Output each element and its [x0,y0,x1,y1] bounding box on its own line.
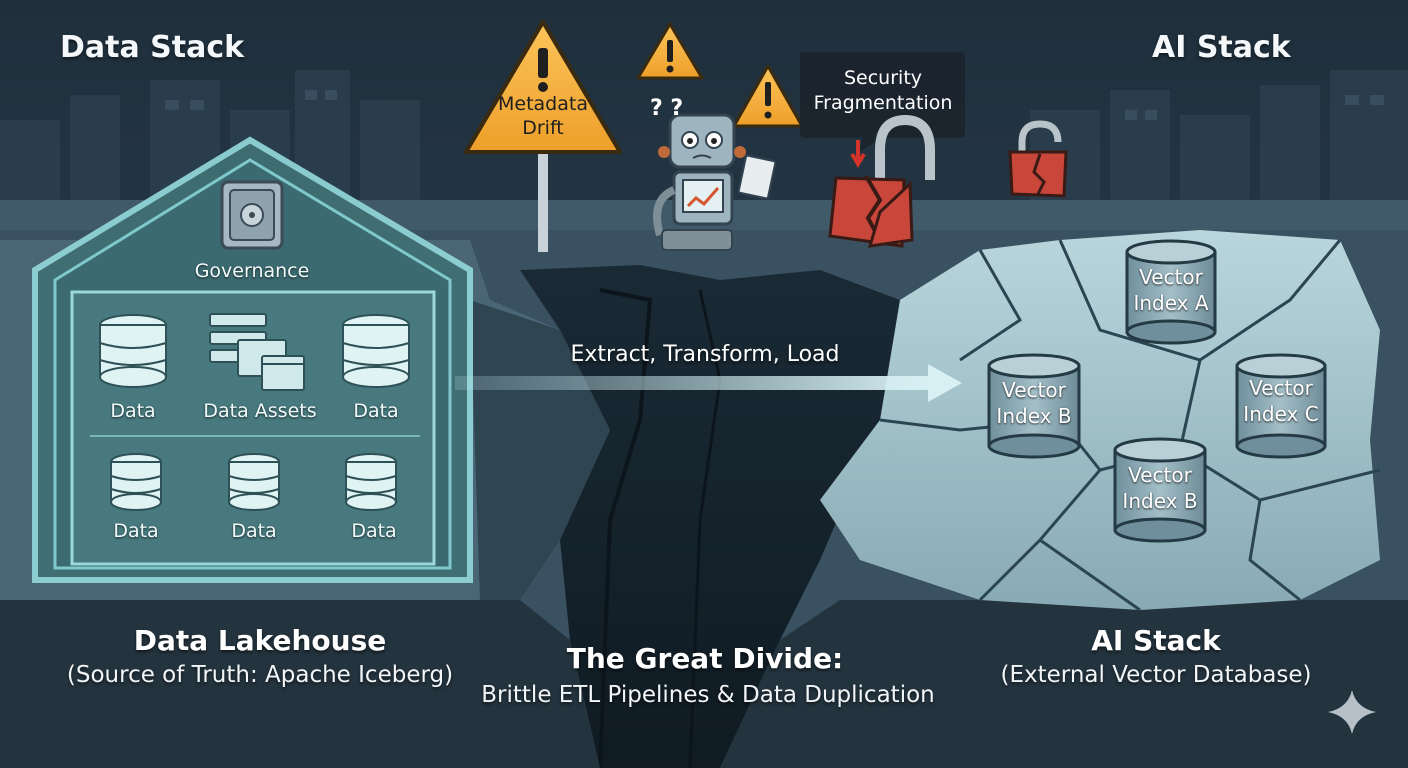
great-divide-canyon [520,265,900,768]
vector-label-line1: Vector [1139,265,1203,289]
robot-question-marks: ? ? [650,96,684,121]
vector-label-line2: Index C [1243,402,1319,426]
vector-index-cylinder [1113,437,1207,543]
metadata-drift-line2: Drift [522,117,564,139]
sparkle-icon [1328,690,1376,734]
warning-icon [636,22,704,80]
etl-label: Extract, Transform, Load [570,342,840,367]
data-label: Data [351,520,397,542]
vector-label-line1: Vector [1249,376,1313,400]
divide-caption-sub: Brittle ETL Pipelines & Data Duplication [481,682,935,708]
vector-label-line2: Index B [1122,489,1198,513]
lakehouse-caption-sub: (Source of Truth: Apache Iceberg) [66,662,454,688]
database-icon [228,453,280,511]
vector-label-line1: Vector [1002,378,1066,402]
vector-label-line2: Index A [1133,291,1209,315]
ai-stack-title: AI Stack [1152,30,1291,65]
etl-pipeline-arrow [455,364,962,402]
database-icon [99,314,167,388]
data-label: Data [110,400,156,422]
security-fragmentation-label: Security Fragmentation [803,66,963,116]
divide-caption-title: The Great Divide: [566,642,844,675]
warning-icon [464,20,622,252]
vector-index-label: Vector Index B [1110,462,1210,514]
vector-index-cylinder [1125,239,1217,345]
lakehouse-caption-title: Data Lakehouse [133,624,387,657]
vector-index-label: Vector Index A [1121,264,1221,316]
data-label: Data [113,520,159,542]
governance-label: Governance [194,260,310,282]
data-label: Data [353,400,399,422]
database-icon [110,453,162,511]
security-line2: Fragmentation [813,92,953,114]
database-icon [342,314,410,388]
window-stack-icon [209,313,305,391]
broken-lock-icon [1008,120,1068,198]
broken-lock-icon [828,114,935,248]
data-label: Data [231,520,277,542]
safe-icon [220,180,284,250]
vector-label-line2: Index B [996,404,1072,428]
security-line1: Security [843,67,923,89]
database-icon [345,453,397,511]
robot-icon [653,113,777,251]
vector-label-line1: Vector [1128,463,1192,487]
ai-stack-caption-title: AI Stack [1091,624,1221,657]
data-stack-title: Data Stack [60,30,245,65]
data-assets-label: Data Assets [203,400,317,422]
vector-index-cylinder [987,353,1081,459]
vector-index-label: Vector Index B [984,377,1084,429]
vector-index-label: Vector Index C [1231,375,1331,427]
vector-index-cylinder [1235,353,1327,459]
metadata-drift-label: Metadata Drift [483,92,603,140]
ai-stack-caption-sub: (External Vector Database) [1000,662,1312,688]
warning-icon [732,64,804,128]
metadata-drift-line1: Metadata [498,93,588,115]
